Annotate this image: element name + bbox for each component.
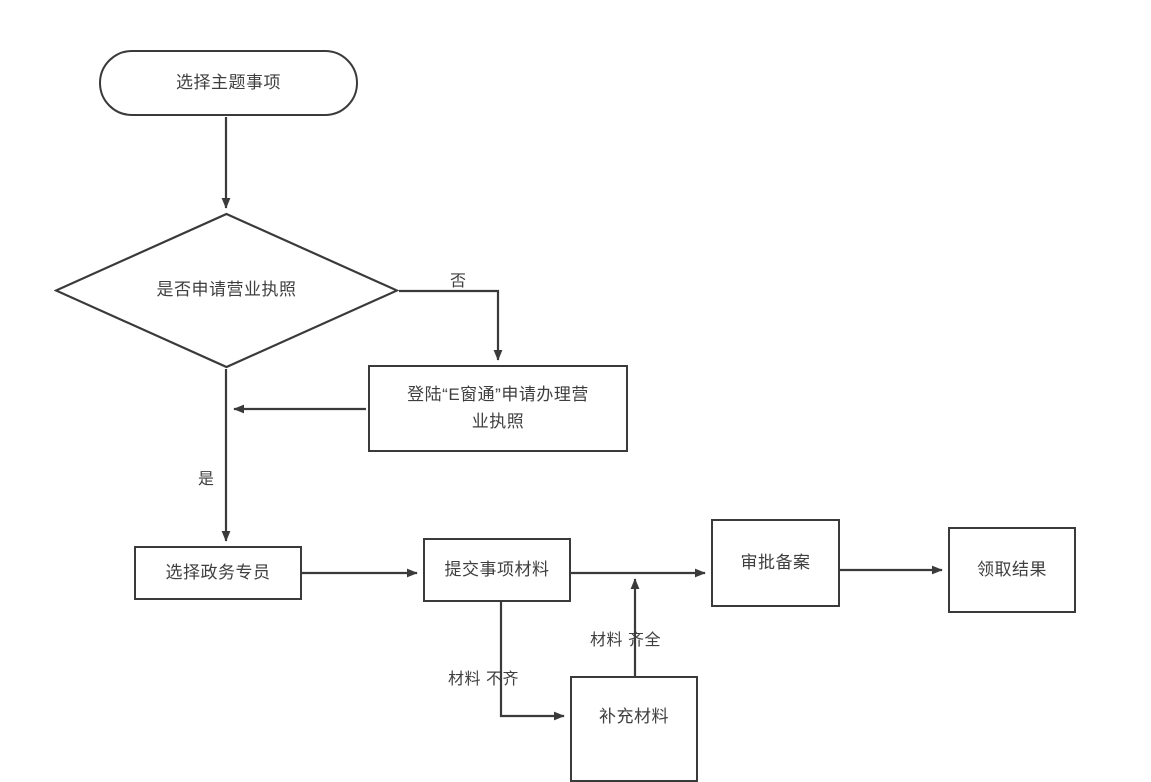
- node-supplement-materials[interactable]: 补充材料: [570, 676, 698, 782]
- node-collect-result-label: 领取结果: [977, 559, 1047, 579]
- node-license-decision[interactable]: 是否申请营业执照: [54, 212, 399, 369]
- node-approval-record-label: 审批备案: [740, 552, 811, 572]
- node-select-officer[interactable]: 选择政务专员: [134, 546, 302, 600]
- edge-submit-to-supplement: [499, 602, 565, 721]
- edge-label-incomplete: 材料 不齐: [448, 671, 519, 688]
- edge-label-complete: 材料 齐全: [590, 632, 661, 649]
- edge-decision-to-license: [399, 289, 503, 361]
- node-apply-license-label: 登陆“E窗通”申请办理营 业执照: [407, 385, 589, 431]
- node-submit-materials-label: 提交事项材料: [444, 559, 550, 579]
- node-submit-materials[interactable]: 提交事项材料: [423, 538, 571, 602]
- diamond-shape: [54, 212, 399, 369]
- node-select-topic[interactable]: 选择主题事项: [99, 50, 358, 116]
- node-select-topic-label: 选择主题事项: [176, 72, 281, 92]
- node-collect-result[interactable]: 领取结果: [948, 527, 1076, 613]
- node-supplement-materials-label: 补充材料: [599, 706, 669, 726]
- edge-label-no: 否: [450, 273, 467, 290]
- node-apply-license[interactable]: 登陆“E窗通”申请办理营 业执照: [368, 365, 628, 452]
- node-approval-record[interactable]: 审批备案: [711, 519, 840, 607]
- node-select-officer-label: 选择政务专员: [165, 562, 271, 582]
- edge-label-yes: 是: [198, 471, 215, 488]
- node-license-decision-label: 是否申请营业执照: [156, 280, 297, 300]
